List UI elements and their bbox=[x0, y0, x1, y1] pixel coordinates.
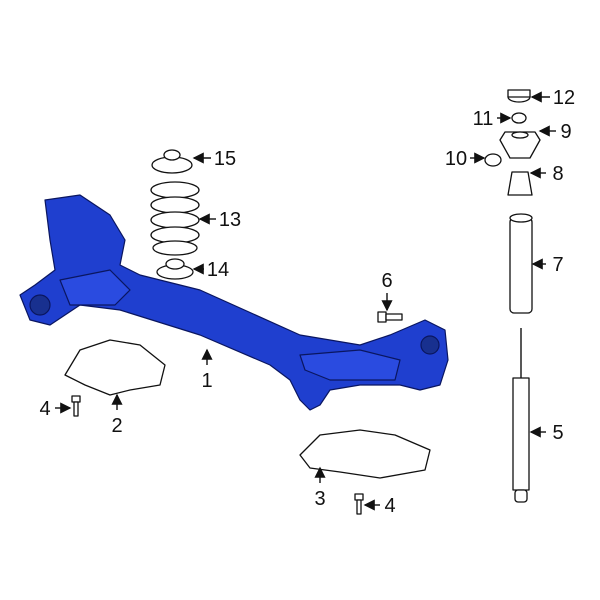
callout-6[interactable]: 6 bbox=[381, 270, 392, 292]
callout-12[interactable]: 12 bbox=[553, 87, 575, 109]
upper-mount[interactable] bbox=[499, 131, 541, 159]
callout-11[interactable]: 11 bbox=[473, 108, 494, 130]
bump-stop[interactable] bbox=[507, 171, 533, 196]
coil-spring[interactable] bbox=[150, 181, 200, 256]
callout-13[interactable]: 13 bbox=[219, 209, 241, 231]
dust-boot[interactable] bbox=[509, 213, 533, 314]
axle-beam[interactable] bbox=[19, 194, 449, 411]
cap[interactable] bbox=[507, 89, 531, 103]
right-shield-bolt[interactable] bbox=[354, 493, 364, 515]
callout-8[interactable]: 8 bbox=[552, 163, 563, 185]
callout-2[interactable]: 2 bbox=[111, 415, 122, 437]
callout-14[interactable]: 14 bbox=[207, 259, 229, 281]
mount-nut[interactable] bbox=[484, 153, 502, 167]
upper-spring-seat[interactable] bbox=[151, 149, 193, 174]
callout-5[interactable]: 5 bbox=[552, 422, 563, 444]
callout-4-right[interactable]: 4 bbox=[384, 495, 395, 517]
axle-bolt[interactable] bbox=[377, 311, 403, 323]
shock-absorber[interactable] bbox=[512, 328, 530, 503]
callout-3[interactable]: 3 bbox=[314, 488, 325, 510]
left-shield-bolt[interactable] bbox=[71, 395, 81, 417]
callout-7[interactable]: 7 bbox=[552, 254, 563, 276]
lock-nut[interactable] bbox=[511, 112, 527, 124]
callout-9[interactable]: 9 bbox=[560, 121, 571, 143]
callout-1[interactable]: 1 bbox=[201, 370, 212, 392]
callout-15[interactable]: 15 bbox=[214, 148, 236, 170]
callout-10[interactable]: 10 bbox=[445, 148, 467, 170]
left-shield[interactable] bbox=[64, 339, 166, 396]
lower-spring-seat[interactable] bbox=[156, 258, 194, 280]
callout-4-left[interactable]: 4 bbox=[39, 398, 50, 420]
